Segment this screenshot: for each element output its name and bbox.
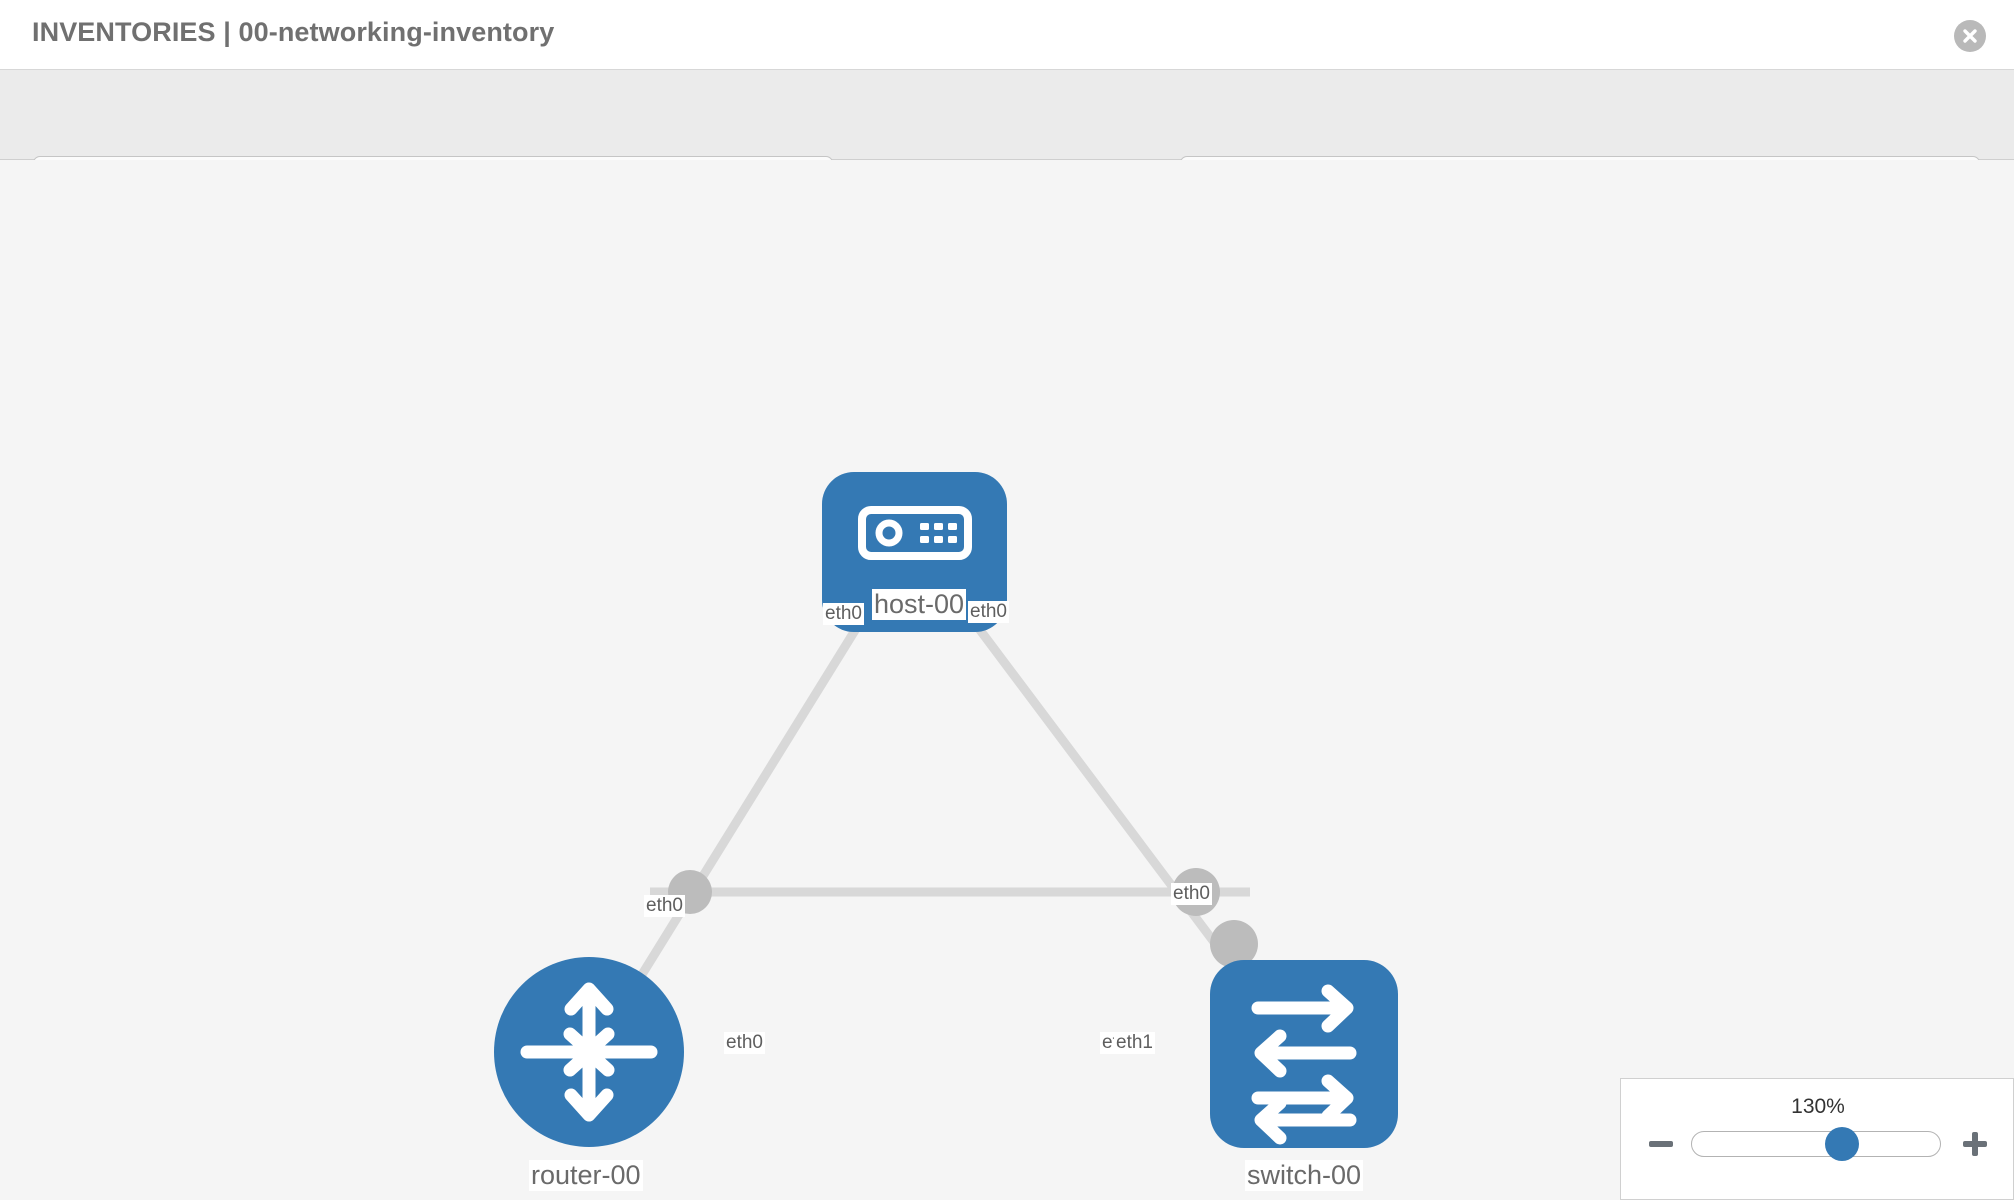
zoom-level-label: 130% (1791, 1095, 1845, 1118)
page-header: INVENTORIES | 00-networking-inventory (0, 0, 2014, 70)
topology-graph (494, 472, 1398, 1148)
port-switch00-eth0 (1210, 920, 1258, 968)
edge-label: eth0 (644, 895, 685, 917)
edge-host00-router00 (616, 587, 884, 1013)
node-router-00 (494, 957, 684, 1147)
zoom-slider[interactable] (1691, 1127, 1941, 1161)
edge-label: eth1 (1114, 1032, 1155, 1054)
close-icon[interactable] (1954, 20, 1986, 52)
topology-canvas[interactable]: eth0 eth0 eth0 eth0 eth0 etl eth1 host-0… (0, 160, 2014, 1200)
page-title: INVENTORIES | 00-networking-inventory (32, 17, 555, 47)
node-switch-00 (1210, 960, 1398, 1148)
node-label-switch-00[interactable]: switch-00 (1245, 1160, 1364, 1191)
zoom-slider-handle[interactable] (1824, 1127, 1859, 1161)
edge-label: eth0 (1171, 883, 1212, 905)
edge-label: eth0 (968, 601, 1009, 623)
topology-edges (616, 587, 1250, 1013)
zoom-out-button[interactable] (1644, 1127, 1678, 1161)
zoom-control-panel: 130% (1620, 1078, 2014, 1200)
edge-label: eth0 (724, 1032, 765, 1054)
node-label-host-00[interactable]: host-00 (872, 589, 967, 620)
node-label-router-00[interactable]: router-00 (529, 1160, 643, 1191)
edge-label: eth0 (823, 603, 864, 625)
toolbar: ACTIONS (0, 70, 2014, 212)
zoom-in-button[interactable] (1958, 1127, 1992, 1161)
